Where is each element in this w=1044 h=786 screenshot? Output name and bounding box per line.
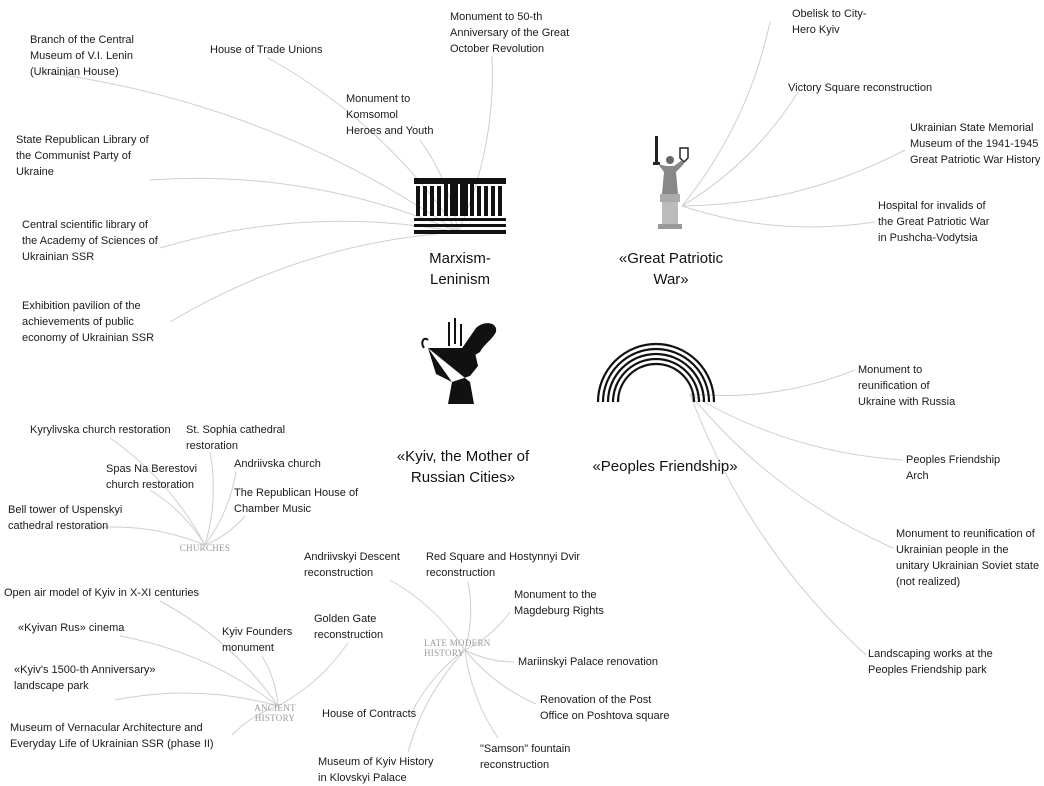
label-andriivska-church: Andriivska church [234,458,321,470]
label-house-of-contracts: House of Contracts [322,708,417,720]
connector-line [681,21,771,207]
connector-line [681,149,906,207]
label-obelisk-city-hero: Obelisk to City- Hero Kyiv [792,8,867,36]
label-red-square-hostynnyi-dvir: Red Square and Hostynnyi Dvir reconstruc… [426,551,581,579]
connector-line [411,649,466,713]
connector-line [464,611,511,651]
connector-line [681,91,799,207]
connector-line [277,642,349,707]
label-uspenskyi-bell-tower: Bell tower of Uspenskyi cathedral restor… [8,504,123,532]
label-samson-fountain: "Samson" fountain reconstruction [480,743,571,771]
label-post-office-renovation: Renovation of the Post Office on Poshtov… [540,694,670,722]
subcluster-late-modern-history: LATE MODERN HISTORY [424,638,491,658]
connector-line [261,655,279,707]
label-war-memorial-museum: Ukrainian State Memorial Museum of the 1… [910,122,1041,166]
label-lenin-museum-branch: Branch of the Central Museum of V.I. Len… [30,34,134,78]
label-victory-square: Victory Square reconstruction [788,82,933,94]
label-unitary-state-monument: Monument to reunification of Ukrainian p… [896,528,1040,588]
connector-line [231,705,279,736]
label-october-revolution-monument: Monument to 50-th Anniversary of the Gre… [450,11,570,55]
label-academy-library: Central scientific library of the Academ… [22,219,158,263]
friendship-arch-icon [596,342,716,403]
connector-line [689,393,904,461]
connector-line [159,600,279,707]
subcluster-ancient-history: ANCIENT HISTORY [254,703,296,723]
label-open-air-model: Open air model of Kyiv in X-XI centuries [4,587,200,599]
connector-line [109,437,206,546]
label-friendship-park: Landscaping works at the Peoples Friends… [868,648,993,676]
label-communist-party-library: State Republican Library of the Communis… [16,134,149,178]
connector-line [689,369,856,397]
connector-line [464,649,537,705]
label-invalids-hospital: Hospital for invalids of the Great Patri… [878,200,990,244]
connector-line [464,581,472,651]
kyiv-founders-boat-icon [421,318,497,404]
connector-line [407,649,466,753]
connector-line [149,177,459,233]
label-house-of-trade-unions: House of Trade Unions [210,44,323,56]
connector-line [689,393,894,549]
connector-line [389,579,466,651]
label-reunification-monument: Monument to reunification of Ukraine wit… [858,364,956,408]
connector-line [204,451,214,546]
cluster-title-peoples-friendship: «Peoples Friendship» [592,458,738,475]
label-golden-gate: Golden Gate reconstruction [314,613,384,641]
connector-line [681,205,876,228]
cluster-title-marxism-leninism: Marxism- Leninism [429,250,491,288]
label-vernacular-architecture-museum: Museum of Vernacular Architecture and Ev… [10,722,214,750]
label-spas-na-berestovi: Spas Na Berestovi church restoration [106,463,198,491]
cluster-title-great-patriotic-war: «Great Patriotic War» [618,250,724,288]
label-andriivskyi-descent: Andriivskyi Descent reconstruction [304,551,400,579]
connector-line [149,489,206,546]
label-magdeburg-rights-monument: Monument to the Magdeburg Rights [514,589,604,617]
label-mariinskyi-palace: Mariinskyi Palace renovation [518,656,659,668]
motherland-monument-icon [653,136,689,229]
label-komsomol-monument: Monument to Komsomol Heroes and Youth [346,93,434,137]
cluster-title-kyiv-mother-of-cities: «Kyiv, the Mother of Russian Cities» [396,448,530,486]
label-exhibition-pavilion: Exhibition pavilion of the achievements … [22,300,155,344]
label-st-sophia-cathedral: St. Sophia cathedral restoration [186,424,286,452]
connector-line [89,526,206,546]
label-kyivan-rus-cinema: «Kyivan Rus» cinema [18,622,125,634]
connector-line [119,635,279,707]
label-kyrylivska-church: Kyrylivska church restoration [30,424,171,436]
label-chamber-music-house: The Republican House of Chamber Music [234,487,359,515]
connector-line [204,515,246,546]
connector-line [204,471,237,546]
connector-line [169,231,459,323]
lenin-monument-icon [414,178,506,234]
connector-line [41,71,459,233]
label-kyiv-history-museum: Museum of Kyiv History in Klovskyi Palac… [318,756,434,784]
connector-line [689,393,867,656]
label-anniversary-park: «Kyiv's 1500-th Anniversary» landscape p… [14,664,156,692]
subcluster-churches: CHURCHES [179,543,231,553]
label-friendship-arch: Peoples Friendship Arch [906,454,1001,482]
connector-line [464,649,515,663]
label-kyiv-founders-monument: Kyiv Founders monument [222,626,293,654]
connector-line [464,649,499,739]
connector-line [114,692,279,707]
